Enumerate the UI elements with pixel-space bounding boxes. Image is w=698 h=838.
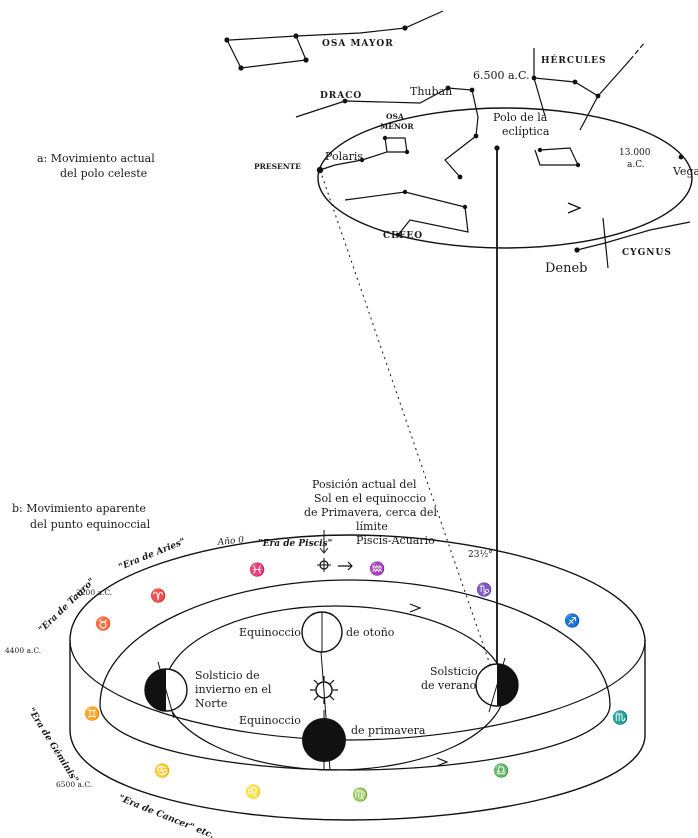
earth-summer — [475, 657, 519, 713]
label-sun-pos-2: Sol en el equinoccio — [314, 492, 426, 505]
zodiac-scorpio: ♏ — [612, 710, 628, 726]
orbit-arrow-top-icon — [409, 603, 422, 613]
ring-outer-lower-edge — [69, 639, 646, 741]
cefeo-lines — [344, 191, 469, 236]
cygnus-lines — [576, 221, 691, 251]
zodiac-aquarius: ♒ — [369, 561, 385, 577]
label-polo-1: Polo de la — [493, 111, 548, 124]
ring-inner-top — [99, 579, 611, 706]
label-6500-ac: 6.500 a.C. — [473, 69, 530, 82]
label-sun-pos-3: de Primavera, cerca del — [304, 506, 437, 519]
caption-a-1: a: Movimiento actual — [37, 152, 155, 165]
osa-mayor-lines — [226, 35, 307, 69]
label-polaris: Polaris — [325, 150, 363, 163]
label-solsticio-inv-3: Norte — [195, 697, 227, 710]
zodiac-capricorn: ♑ — [476, 582, 492, 598]
label-solsticio-inv-1: Solsticio de — [195, 669, 260, 682]
label-polo-2: eclíptica — [502, 125, 550, 138]
ring-outer-bottom — [69, 640, 646, 821]
caption-b-1: b: Movimiento aparente — [12, 502, 146, 515]
zodiac-libra: ♎ — [493, 763, 509, 779]
vega-star-icon — [678, 154, 684, 160]
orbit-arrow-bottom-icon — [436, 757, 449, 767]
earth-autumn — [301, 611, 343, 653]
label-deneb: Deneb — [545, 261, 588, 276]
label-13000-1: 13.000 — [619, 148, 651, 158]
deneb-star-icon — [574, 247, 580, 253]
label-4400-ac: 4400 a.C. — [5, 646, 41, 655]
label-presente: PRESENTE — [254, 162, 301, 171]
label-cefeo: CEFEO — [383, 231, 423, 241]
label-sun-pos-5: Piscis-Acuario — [356, 534, 435, 547]
zodiac-sagittarius: ♐ — [564, 613, 580, 629]
ellipse-arrow-icon — [567, 202, 582, 214]
label-era-piscis: "Era de Piscis" — [258, 539, 332, 549]
label-sun-pos-1: Posición actual del — [312, 478, 417, 491]
osa-mayor-handle — [295, 10, 444, 37]
label-cygnus: CYGNUS — [622, 248, 672, 258]
part-a: OSA MAYOR DRACO Thuban HÉRCULES 6.500 a.… — [37, 10, 698, 276]
zodiac-gemini: ♊ — [84, 706, 100, 722]
zodiac-taurus: ♉ — [95, 616, 111, 632]
zodiac-aries: ♈ — [150, 588, 166, 604]
sun-direction-arrow-icon — [338, 561, 353, 571]
sun-small-icon — [317, 558, 331, 572]
label-era-cancer: "Era de Cancer" etc. — [117, 794, 216, 838]
label-solsticio-ver-1: Solsticio — [430, 665, 478, 678]
ring-inner-bottom — [99, 704, 611, 771]
label-era-tauro: "Era de Tauro" — [37, 577, 97, 636]
label-osa-menor-2: MENOR — [380, 122, 414, 131]
label-hercules: HÉRCULES — [541, 54, 607, 66]
label-ano-0: Año 0 — [216, 535, 244, 548]
precession-ellipse — [317, 107, 693, 249]
label-6500-ac: 6500 a.C. — [56, 780, 92, 789]
label-draco: DRACO — [320, 91, 362, 101]
label-era-geminis: "Era de Géminis" — [25, 706, 80, 785]
zodiac-leo: ♌ — [245, 784, 261, 800]
label-2200-ac: 2200 a.C. — [76, 588, 112, 597]
label-equinoccio-prim-b: de primavera — [351, 724, 426, 737]
label-solsticio-ver-2: de verano — [421, 679, 477, 692]
label-osa-menor-1: OSA — [386, 112, 404, 121]
label-solsticio-inv-2: invierno en el — [195, 683, 272, 696]
label-13000-2: a.C. — [627, 160, 645, 170]
draco-lines — [295, 87, 479, 178]
label-osa-mayor: OSA MAYOR — [322, 39, 394, 49]
label-equinoccio-prim-a: Equinoccio — [239, 714, 301, 727]
label-thuban: Thuban — [410, 85, 452, 98]
label-era-aries: "Era de Aries" — [117, 537, 187, 573]
label-angle: 23½° — [468, 549, 493, 560]
label-equinoccio-otono-a: Equinoccio — [239, 626, 301, 639]
zodiac-cancer: ♋ — [154, 763, 170, 779]
caption-b-2: del punto equinoccial — [30, 518, 151, 531]
zodiac-pisces: ♓ — [249, 562, 265, 578]
earth-winter — [144, 661, 188, 719]
earth-spring — [302, 710, 346, 770]
polaris-dotted-line — [319, 169, 498, 686]
part-b: ♓ ♈ ♒ ♑ ♐ ♏ ♎ ♍ ♌ ♋ ♊ ♉ Equinoccio de ot… — [5, 478, 646, 838]
caption-a-2: del polo celeste — [60, 167, 147, 180]
sun-pointer-arrow-icon — [319, 547, 329, 554]
osa-menor-lines — [319, 137, 408, 171]
ring-outer-top — [69, 534, 646, 641]
zodiac-virgo: ♍ — [352, 787, 368, 803]
label-equinoccio-otono-b: de otoño — [346, 626, 395, 639]
label-sun-pos-4: límite — [356, 520, 388, 533]
label-vega: Vega — [672, 165, 698, 178]
